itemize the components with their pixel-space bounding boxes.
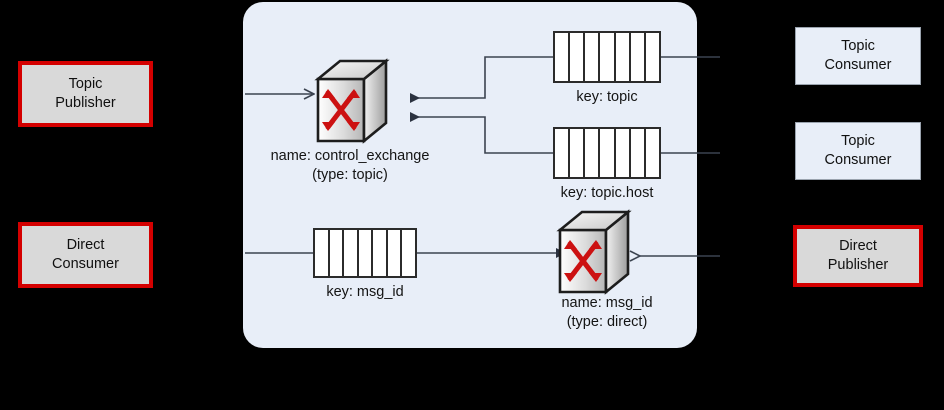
endpoint-label-line2: Consumer: [824, 57, 892, 73]
exchange-switch-icon: [556, 209, 632, 295]
queue-cell: [616, 33, 631, 81]
queue-cell: [631, 33, 646, 81]
endpoint-label-line1: Topic: [68, 75, 103, 92]
queue-cell: [555, 33, 571, 81]
queue-cell: [373, 230, 388, 276]
queue-cell: [585, 129, 601, 177]
queue-cell: [646, 129, 659, 177]
queue-cell: [616, 129, 631, 177]
queue-msg-id-label: key: msg_id: [326, 284, 404, 300]
queue-cell: [330, 230, 345, 276]
endpoint-direct-consumer[interactable]: Direct Consumer: [18, 222, 153, 288]
queue-cell: [402, 230, 415, 276]
queue-topic[interactable]: [553, 31, 661, 83]
endpoint-label-line1: Topic: [841, 37, 875, 54]
queue-cell: [600, 33, 616, 81]
queue-cell: [359, 230, 374, 276]
endpoint-topic-consumer-1[interactable]: Topic Consumer: [795, 27, 921, 85]
queue-cell: [570, 129, 586, 177]
endpoint-label-line2: Publisher: [55, 95, 116, 111]
queue-cell: [570, 33, 586, 81]
queue-cell: [585, 33, 601, 81]
exchange-msg-id[interactable]: [556, 208, 634, 296]
exchange-control-exchange[interactable]: [314, 57, 392, 145]
queue-msg-id[interactable]: [313, 228, 417, 278]
endpoint-label-line2: Publisher: [827, 257, 889, 273]
exchange-msg-id-label: name: msg_id (type: direct): [512, 294, 702, 331]
endpoint-label-line1: Direct: [66, 236, 105, 253]
queue-cell: [600, 129, 616, 177]
exchange-switch-icon: [314, 58, 390, 144]
queue-cell: [631, 129, 646, 177]
queue-topic-host[interactable]: [553, 127, 661, 179]
queue-topic-host-label: key: topic.host: [560, 185, 654, 201]
endpoint-label-line1: Topic: [841, 132, 875, 149]
queue-cell: [646, 33, 659, 81]
endpoint-topic-publisher[interactable]: Topic Publisher: [18, 61, 153, 127]
queue-topic-label: key: topic: [576, 89, 638, 105]
exchange-control-label: name: control_exchange (type: topic): [246, 147, 454, 184]
queue-cell: [344, 230, 359, 276]
queue-cell: [315, 230, 330, 276]
queue-cell: [555, 129, 571, 177]
endpoint-topic-consumer-2[interactable]: Topic Consumer: [795, 122, 921, 180]
endpoint-label-line2: Consumer: [824, 152, 892, 168]
exchange-type-label: (type: direct): [566, 313, 648, 330]
endpoint-direct-publisher[interactable]: Direct Publisher: [793, 225, 923, 287]
exchange-name-label: name: control_exchange: [270, 148, 430, 164]
queue-cell: [388, 230, 403, 276]
endpoint-label-line1: Direct: [839, 237, 877, 254]
exchange-name-label: name: msg_id: [561, 295, 653, 311]
exchange-type-label: (type: topic): [312, 166, 388, 183]
endpoint-label-line2: Consumer: [52, 256, 119, 272]
